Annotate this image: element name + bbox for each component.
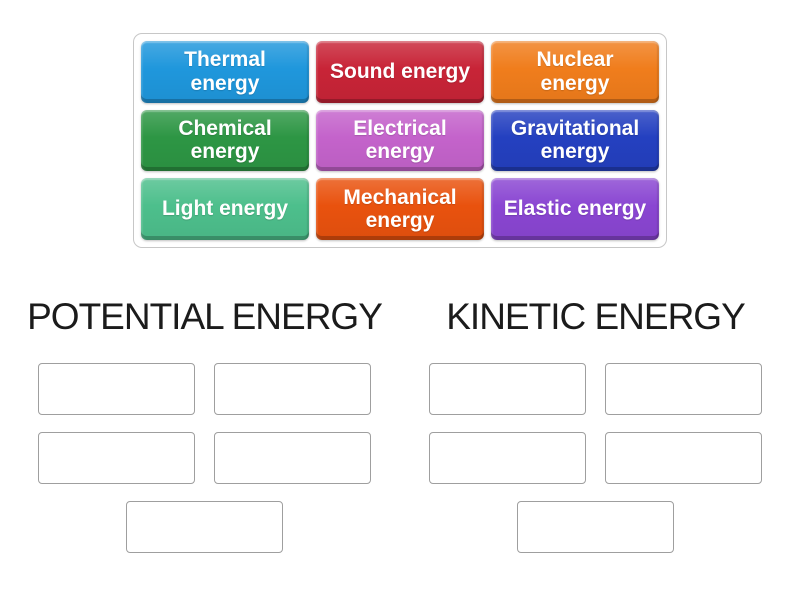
energy-tile[interactable]: Light energy — [141, 178, 309, 240]
energy-tile[interactable]: Mechanical energy — [316, 178, 484, 240]
energy-tile[interactable]: Nuclear energy — [491, 41, 659, 103]
tile-label: Nuclear energy — [536, 48, 614, 95]
tile-label: Light energy — [161, 197, 288, 221]
energy-tile[interactable]: Thermal energy — [141, 41, 309, 103]
energy-tile[interactable]: Sound energy — [316, 41, 484, 103]
tile-label: Thermal energy — [184, 48, 266, 95]
kinetic-slots — [429, 363, 762, 553]
empty-slot[interactable] — [38, 432, 195, 484]
tile-label: Sound energy — [329, 60, 471, 84]
tile-label: Elastic energy — [503, 197, 647, 221]
group-kinetic-energy: KINETIC ENERGY — [411, 295, 780, 553]
tile-label: Mechanical energy — [343, 185, 457, 233]
empty-slot[interactable] — [429, 432, 586, 484]
empty-slot[interactable] — [605, 363, 762, 415]
empty-slot[interactable] — [429, 363, 586, 415]
tile-label: Electrical energy — [353, 116, 447, 164]
group-potential-energy: POTENTIAL ENERGY — [20, 295, 389, 553]
tile-label: Gravitational energy — [510, 116, 640, 164]
potential-slots — [38, 363, 371, 553]
tile-label: Chemical energy — [178, 116, 272, 164]
empty-slot[interactable] — [214, 432, 371, 484]
empty-slot[interactable] — [38, 363, 195, 415]
group-title-kinetic: KINETIC ENERGY — [446, 296, 746, 337]
energy-tile[interactable]: Electrical energy — [316, 109, 484, 172]
group-title-potential: POTENTIAL ENERGY — [27, 296, 383, 337]
empty-slot[interactable] — [214, 363, 371, 415]
energy-tile[interactable]: Gravitational energy — [491, 109, 659, 172]
empty-slot[interactable] — [126, 501, 283, 553]
tile-bank: Thermal energy Sound energy Nuclear energy… — [133, 33, 667, 248]
empty-slot[interactable] — [517, 501, 674, 553]
energy-tile[interactable]: Chemical energy — [141, 109, 309, 172]
empty-slot[interactable] — [605, 432, 762, 484]
energy-tile[interactable]: Elastic energy — [491, 178, 659, 240]
